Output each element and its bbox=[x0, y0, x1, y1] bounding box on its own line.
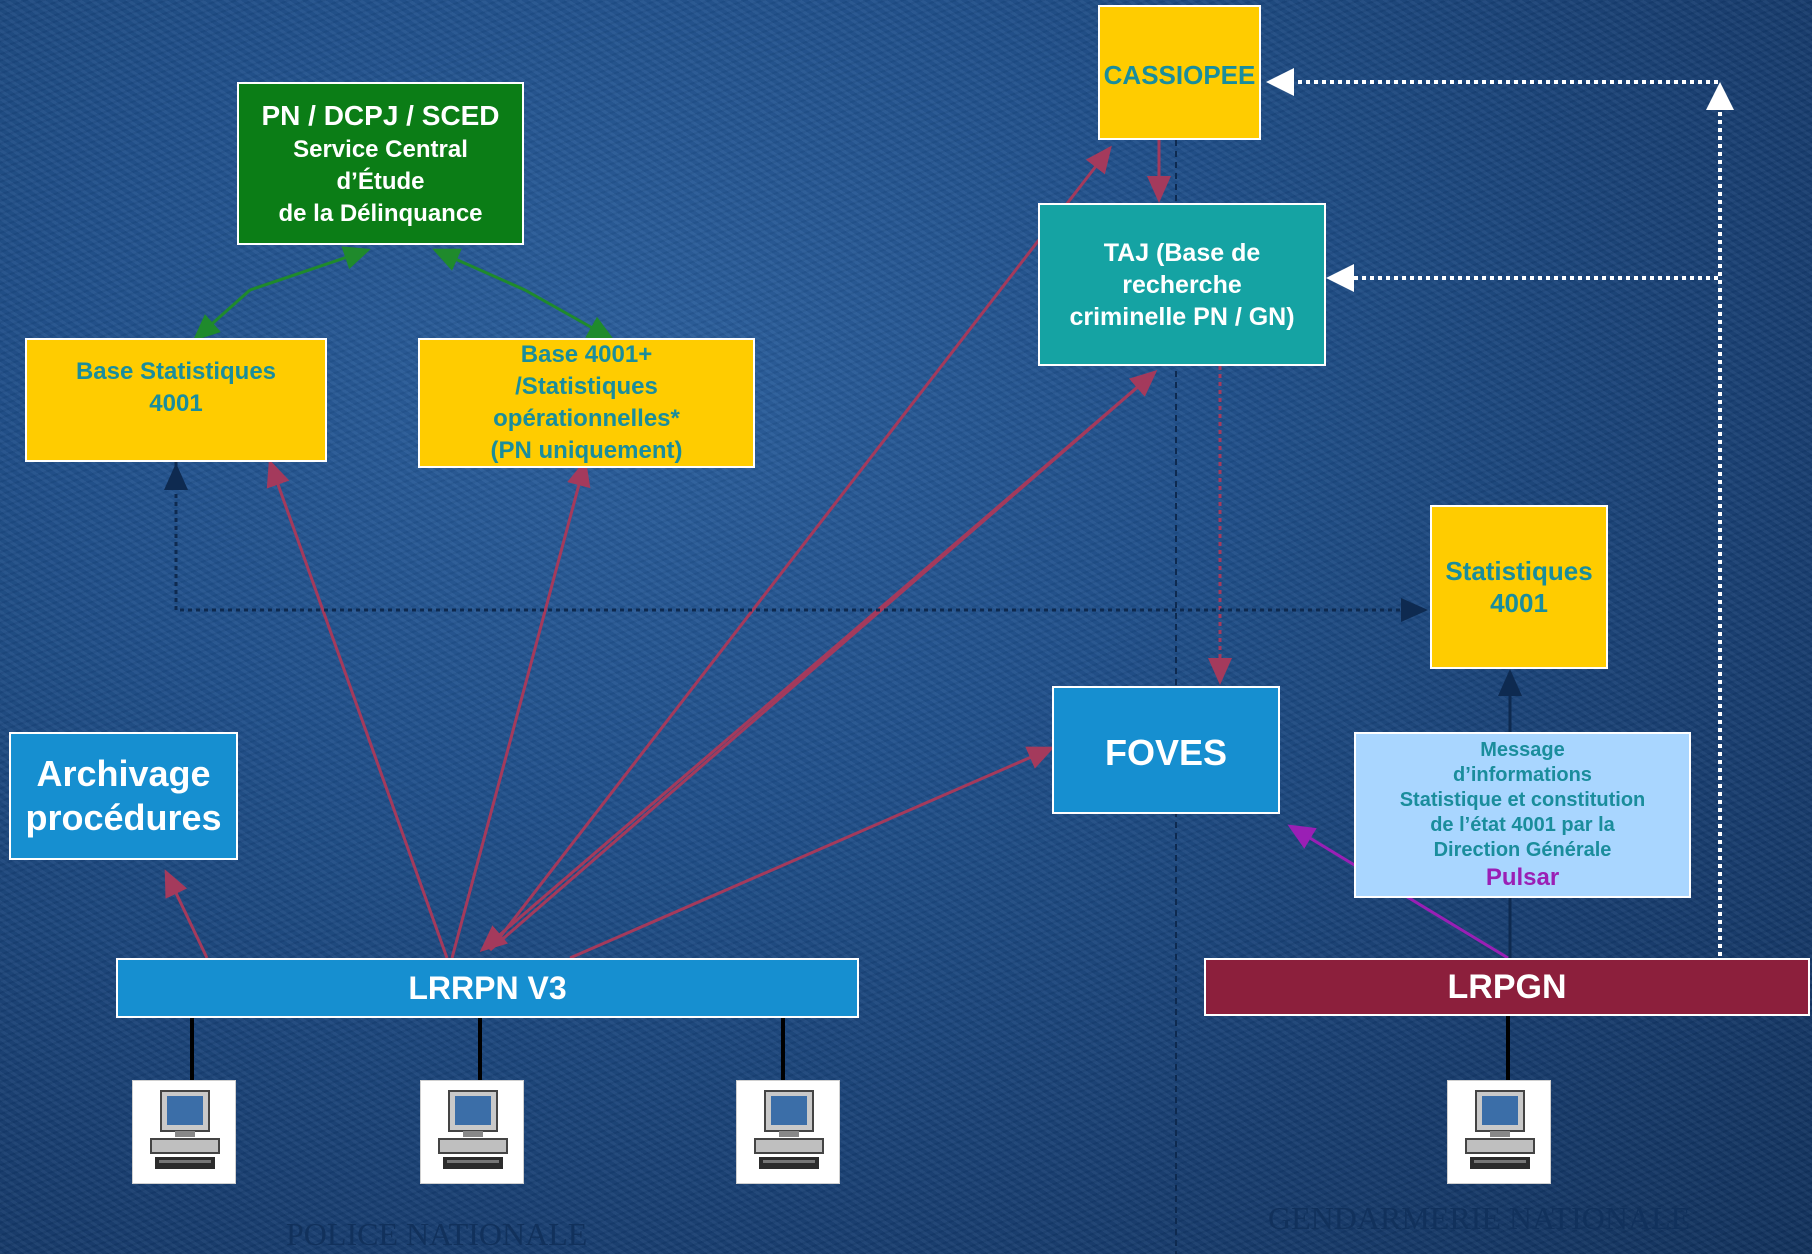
sced-line3: de la Délinquance bbox=[278, 199, 483, 227]
base4001-line4: (PN uniquement) bbox=[490, 437, 683, 464]
link-base-stat-sced bbox=[249, 246, 371, 292]
taj-line1: TAJ (Base de bbox=[1103, 238, 1261, 267]
sced-title: PN / DCPJ / SCED bbox=[261, 99, 500, 131]
gendarmerie-nationale-label: GENDARMERIE NATIONALE bbox=[1268, 1200, 1691, 1236]
foves-label: FOVES bbox=[1104, 732, 1228, 773]
base-stat-line2: 4001 bbox=[149, 390, 203, 417]
computer-icon bbox=[420, 1080, 524, 1184]
link-lrrpn-base-stat bbox=[266, 459, 449, 959]
base4001-line3: opérationnelles* bbox=[493, 405, 680, 432]
stat-gn-line1: Statistiques bbox=[1445, 556, 1593, 586]
cassiopee-box: CASSIOPEE bbox=[1098, 5, 1261, 140]
sced-box: PN / DCPJ / SCED Service Central d’Étude… bbox=[237, 82, 524, 245]
base-stat-line1: Base Statistiques bbox=[75, 358, 277, 385]
computer-icon bbox=[1447, 1080, 1551, 1184]
lrpgn-bar: LRPGN bbox=[1204, 958, 1810, 1016]
cassiopee-label: CASSIOPEE bbox=[1103, 60, 1256, 90]
link-lrrpn-foves bbox=[569, 746, 1055, 960]
link-sced-base-stat bbox=[192, 288, 251, 341]
archivage-line1: Archivage bbox=[36, 753, 211, 794]
link-base4001-sced bbox=[524, 288, 615, 341]
link-taj-lrrpn bbox=[479, 370, 1156, 952]
taj-box: TAJ (Base de recherche criminelle PN / G… bbox=[1038, 203, 1326, 366]
sced-line2: d’Étude bbox=[336, 167, 425, 195]
link-stat-base-to-gn bbox=[174, 462, 1428, 622]
foves-box: FOVES bbox=[1052, 686, 1280, 814]
taj-line2: recherche bbox=[1122, 270, 1242, 299]
message-line1: Message bbox=[1480, 738, 1565, 761]
link-lrrpn-cassiopee bbox=[488, 145, 1112, 951]
message-line4: de l’état 4001 par la bbox=[1430, 813, 1615, 836]
lrpgn-label: LRPGN bbox=[1447, 967, 1567, 1006]
link-lrrpn-archivage bbox=[164, 869, 209, 959]
lrrpn-v3-bar: LRRPN V3 bbox=[116, 958, 859, 1018]
computer-icon bbox=[132, 1080, 236, 1184]
sced-line1: Service Central bbox=[293, 135, 468, 163]
message-line5: Direction Générale bbox=[1433, 838, 1612, 861]
archivage-box: Archivage procédures bbox=[9, 732, 238, 860]
pulsar-label: Pulsar bbox=[1485, 863, 1560, 891]
base-statistiques-box: Base Statistiques 4001 bbox=[25, 338, 327, 462]
archivage-line2: procédures bbox=[25, 797, 222, 838]
message-line3: Statistique et constitution bbox=[1399, 788, 1646, 811]
police-nationale-label: POLICE NATIONALE bbox=[286, 1216, 588, 1252]
message-line2: d’informations bbox=[1453, 763, 1592, 786]
base4001-line2: /Statistiques bbox=[515, 373, 658, 400]
statistiques-gn-box: Statistiques 4001 bbox=[1430, 505, 1608, 669]
base-4001plus-box: Base 4001+ /Statistiques opérationnelles… bbox=[418, 338, 755, 468]
computer-icon bbox=[736, 1080, 840, 1184]
base4001-line1: Base 4001+ bbox=[520, 341, 653, 368]
link-lrrpn-base4001 bbox=[450, 459, 591, 959]
message-pulsar-box: Message d’informations Statistique et co… bbox=[1354, 732, 1691, 898]
link-sced-base4001 bbox=[432, 248, 526, 292]
stat-gn-line2: 4001 bbox=[1490, 588, 1548, 618]
taj-line3: criminelle PN / GN) bbox=[1069, 302, 1295, 331]
lrrpn-label: LRRPN V3 bbox=[408, 969, 567, 1006]
